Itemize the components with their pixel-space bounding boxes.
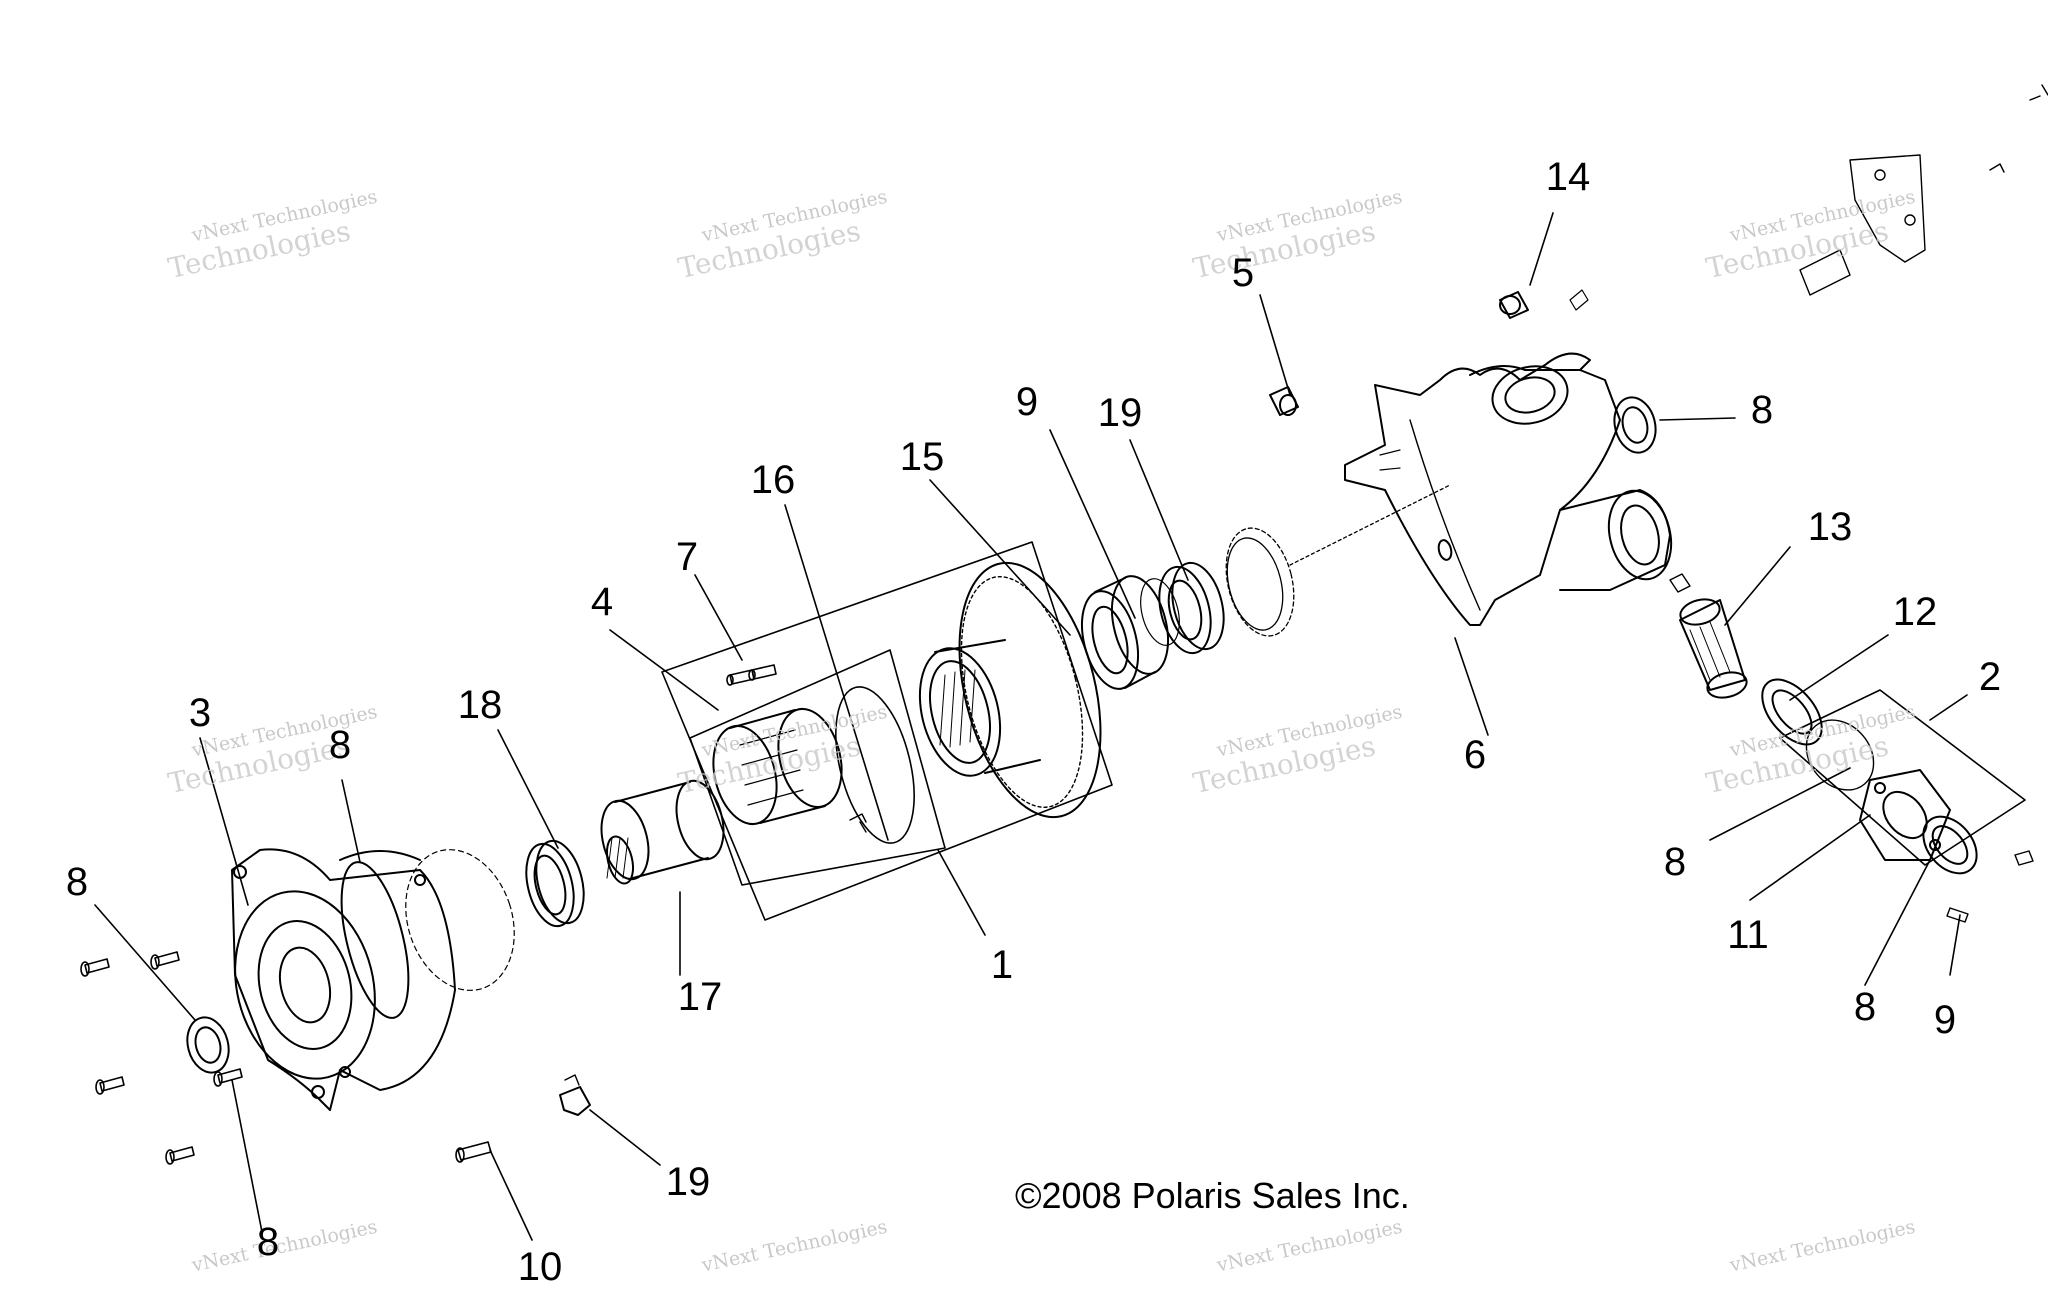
bracket-fragment xyxy=(1799,84,2048,296)
hub-part-18 xyxy=(600,779,725,885)
callout-6: 6 xyxy=(1463,733,1487,777)
callout-8-seal: 8 xyxy=(1853,985,1877,1029)
gear-ring-dashed xyxy=(1225,484,1451,637)
callout-5: 5 xyxy=(1231,251,1255,295)
plug-part-5 xyxy=(1269,386,1299,416)
bearing-part-19-left xyxy=(525,839,585,928)
callout-17: 16 xyxy=(750,458,796,502)
left-housing-part-3 xyxy=(231,848,515,1111)
seal-part-8-upper-right xyxy=(1613,396,1657,454)
callout-8-left-seal: 8 xyxy=(65,860,89,904)
callout-19-right: 19 xyxy=(1097,391,1143,435)
assembly-1-box xyxy=(661,541,1113,921)
callout-11: 10 xyxy=(517,1245,563,1289)
assembly-2-box xyxy=(1779,689,2026,866)
roller-cage-part-4 xyxy=(712,707,843,826)
bolts-part-9-left xyxy=(80,951,243,1165)
clip-part-20 xyxy=(559,1074,591,1116)
pinion-shaft-part-14 xyxy=(1669,573,1748,699)
callout-15: 14 xyxy=(1545,155,1591,199)
plate-part-17 xyxy=(835,686,915,844)
callout-9-left: 8 xyxy=(256,1220,280,1264)
seal-part-8-left xyxy=(186,1016,230,1074)
assembly-2-parts xyxy=(1805,719,2034,923)
callout-8-upper-right: 8 xyxy=(1750,388,1774,432)
pin-part-11 xyxy=(455,1141,492,1163)
callout-7: 7 xyxy=(675,535,699,579)
callout-3: 3 xyxy=(188,691,212,735)
bearing-part-19-right xyxy=(1158,561,1225,655)
callout-14: 13 xyxy=(1807,505,1853,549)
callout-13: 12 xyxy=(1892,590,1938,634)
callout-4: 4 xyxy=(590,580,614,624)
armature-plate-part-16 xyxy=(918,561,1102,819)
callout-16: 15 xyxy=(899,435,945,479)
seal-part-13 xyxy=(1761,678,1823,746)
callout-10: 9 xyxy=(1015,380,1039,424)
callout-2: 2 xyxy=(1978,655,2002,699)
callout-1: 1 xyxy=(990,943,1014,987)
callout-8-housing: 8 xyxy=(328,723,352,767)
leader-lines xyxy=(94,212,1968,1241)
pins-part-7 xyxy=(726,664,777,686)
callout-18: 17 xyxy=(677,975,723,1019)
plug-part-15 xyxy=(1499,289,1589,319)
callout-12: 11 xyxy=(1727,913,1769,957)
bearing-part-10 xyxy=(1081,575,1180,690)
copyright-notice: ©2008 Polaris Sales Inc. xyxy=(1015,1175,1410,1216)
gearcase-part-6 xyxy=(1344,352,1673,626)
callout-9-right: 9 xyxy=(1933,998,1957,1042)
callout-19-left: 18 xyxy=(457,683,503,727)
callout-20: 19 xyxy=(665,1160,711,1204)
callout-8-oring: 8 xyxy=(1663,840,1687,884)
